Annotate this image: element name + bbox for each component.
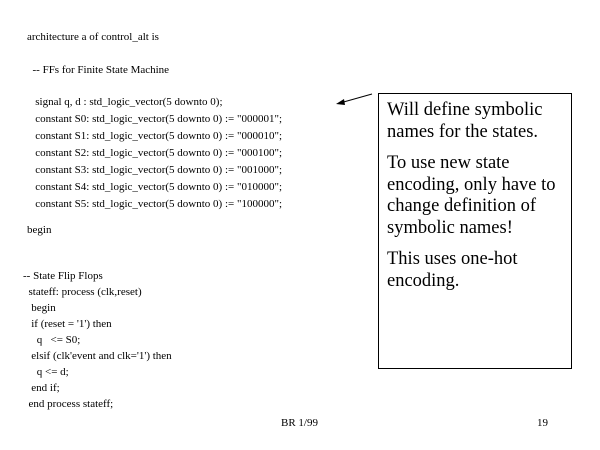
page-number: 19 (537, 417, 548, 429)
callout-text: To use new state encoding, only have to … (387, 153, 556, 238)
code-line: end if; (23, 382, 60, 394)
callout-box: Will define symbolic names for the state… (378, 93, 572, 369)
code-line: q <= d; (23, 366, 69, 378)
code-line: constant S3: std_logic_vector(5 downto 0… (27, 164, 283, 176)
code-line: elsif (clk'event and clk='1') then (23, 350, 172, 362)
code-line: begin (23, 302, 56, 314)
code-line: stateff: process (clk,reset) (23, 286, 142, 298)
callout-text: Will define symbolic names for the state… (387, 100, 543, 142)
code-line: constant S4: std_logic_vector(5 downto 0… (27, 181, 283, 193)
code-line: constant S1: std_logic_vector(5 downto 0… (27, 130, 283, 142)
callout-text: This uses one-hot encoding. (387, 249, 518, 291)
code-line: signal q, d : std_logic_vector(5 downto … (27, 96, 223, 108)
code-line: constant S5: std_logic_vector(5 downto 0… (27, 198, 283, 210)
code-comment: -- FFs for Finite State Machine (27, 64, 170, 76)
code-line: architecture a of control_alt is (27, 31, 159, 43)
code-comment: -- State Flip Flops (23, 270, 103, 282)
code-line: constant S0: std_logic_vector(5 downto 0… (27, 113, 283, 125)
footer-label: BR 1/99 (281, 417, 318, 429)
code-line: begin (27, 224, 52, 236)
code-line: end process stateff; (23, 398, 114, 410)
code-line: constant S2: std_logic_vector(5 downto 0… (27, 147, 283, 159)
code-line: if (reset = '1') then (23, 318, 112, 330)
code-line: q <= S0; (23, 334, 81, 346)
